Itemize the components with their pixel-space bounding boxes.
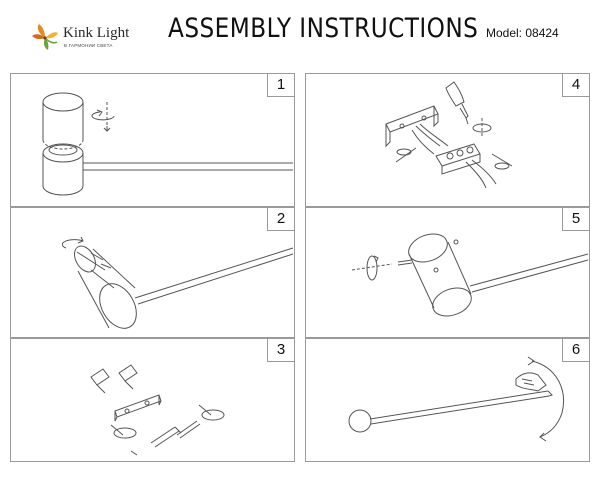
step-panel-4: 4 [305,73,590,207]
step-3-illustration [90,364,225,456]
step-number: 6 [562,339,589,362]
step-number: 2 [267,208,294,231]
step-panel-6: 6 [305,338,590,462]
document-header: Kink Light В ГАРМОНИИ СВЕТА ASSEMBLY INS… [0,0,600,62]
step-number: 5 [562,208,589,231]
brand-logo: Kink Light В ГАРМОНИИ СВЕТА [30,22,150,52]
step-number: 1 [267,74,294,97]
step-2-illustration [61,236,294,329]
step-5-illustration [351,233,589,317]
leaf-flower-logo-icon [32,24,58,50]
brand-name: Kink Light [63,25,130,41]
step-panel-2: 2 [10,207,295,338]
model-number: Model: 08424 [486,26,559,40]
step-6-illustration [348,356,564,442]
step-panel-1: 1 [10,73,295,207]
brand-tagline: В ГАРМОНИИ СВЕТА [64,43,113,48]
step-1-illustration [42,92,293,196]
step-4-illustration [385,81,513,189]
step-panel-5: 5 [305,207,590,338]
step-number: 3 [267,339,294,362]
step-panel-3: 3 [10,338,295,462]
document-title: ASSEMBLY INSTRUCTIONS [168,13,479,44]
step-number: 4 [562,74,589,97]
